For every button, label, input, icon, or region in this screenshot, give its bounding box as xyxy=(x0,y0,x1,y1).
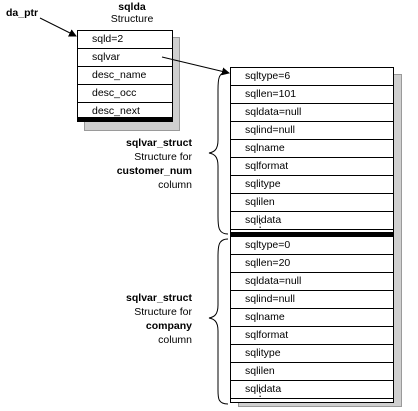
sqlda-field-desc-next: desc_next xyxy=(92,105,140,117)
g2-field-sqltype: sqltype=0 xyxy=(231,237,393,255)
sqlda-field-sqld: sqld=2 xyxy=(78,31,172,49)
sqlvar-struct-customer-num-table: sqltype=6 sqllen=101 sqldata=null sqlind… xyxy=(230,67,394,236)
sqlda-field-sqlvar: sqlvar xyxy=(78,49,172,67)
sqlda-title: sqlda xyxy=(118,1,146,13)
g2-struct-name: sqlvar_struct xyxy=(126,292,192,304)
g2-field-sqllen: sqllen=20 xyxy=(231,255,393,273)
g2-field-sqlind: sqlind=null xyxy=(231,291,393,309)
g1-bottom-bar xyxy=(231,232,393,236)
g1-field-sqlind: sqlind=null xyxy=(231,122,393,140)
sqlda-field-desc-occ: desc_occ xyxy=(78,85,172,103)
g2-field-sqldata: sqldata=null xyxy=(231,273,393,291)
g1-field-sqlformat: sqlformat xyxy=(231,158,393,176)
g1-field-sqlname: sqlname xyxy=(231,140,393,158)
g2-desc-line2: column xyxy=(158,334,192,346)
g1-field-sqltype: sqltype=6 xyxy=(231,68,393,86)
g1-field-sqlidata: sqlidata xyxy=(231,212,393,230)
g1-field-sqlilen: sqlilen xyxy=(231,194,393,212)
g1-brace xyxy=(208,71,229,235)
sqlda-subtitle: Structure xyxy=(110,13,154,25)
sqlda-table: sqld=2 sqlvar desc_name desc_occ desc_ne… xyxy=(77,30,173,122)
g2-column-name: company xyxy=(145,320,192,332)
g1-struct-name: sqlvar_struct xyxy=(126,137,192,149)
g1-column-name: customer_num xyxy=(116,165,192,177)
g2-field-sqlitype: sqlitype xyxy=(231,345,393,363)
g2-brace xyxy=(208,238,229,405)
g2-ellipsis: ⋮ xyxy=(255,387,266,399)
sqlda-field-desc-name: desc_name xyxy=(78,67,172,85)
g1-field-sqlitype: sqlitype xyxy=(231,176,393,194)
sqlvar-struct-company-table: sqltype=0 sqllen=20 sqldata=null sqlind=… xyxy=(230,236,394,403)
g1-desc-line1: Structure for xyxy=(134,151,192,163)
g2-field-sqlilen: sqlilen xyxy=(231,363,393,381)
da-ptr-arrow xyxy=(39,17,77,37)
sqlda-bottom-bar xyxy=(78,117,172,121)
da-ptr-label: da_ptr xyxy=(6,7,39,19)
g2-field-sqlformat: sqlformat xyxy=(231,327,393,345)
sqlvar-pointer-arrow xyxy=(161,56,230,76)
g2-field-sqlidata: sqlidata xyxy=(231,381,393,399)
g1-ellipsis: ⋮ xyxy=(255,218,266,230)
g2-desc-line1: Structure for xyxy=(134,306,192,318)
g1-desc-line2: column xyxy=(158,179,192,191)
g1-field-sqllen: sqllen=101 xyxy=(231,86,393,104)
g1-field-sqldata: sqldata=null xyxy=(231,104,393,122)
g2-field-sqlname: sqlname xyxy=(231,309,393,327)
